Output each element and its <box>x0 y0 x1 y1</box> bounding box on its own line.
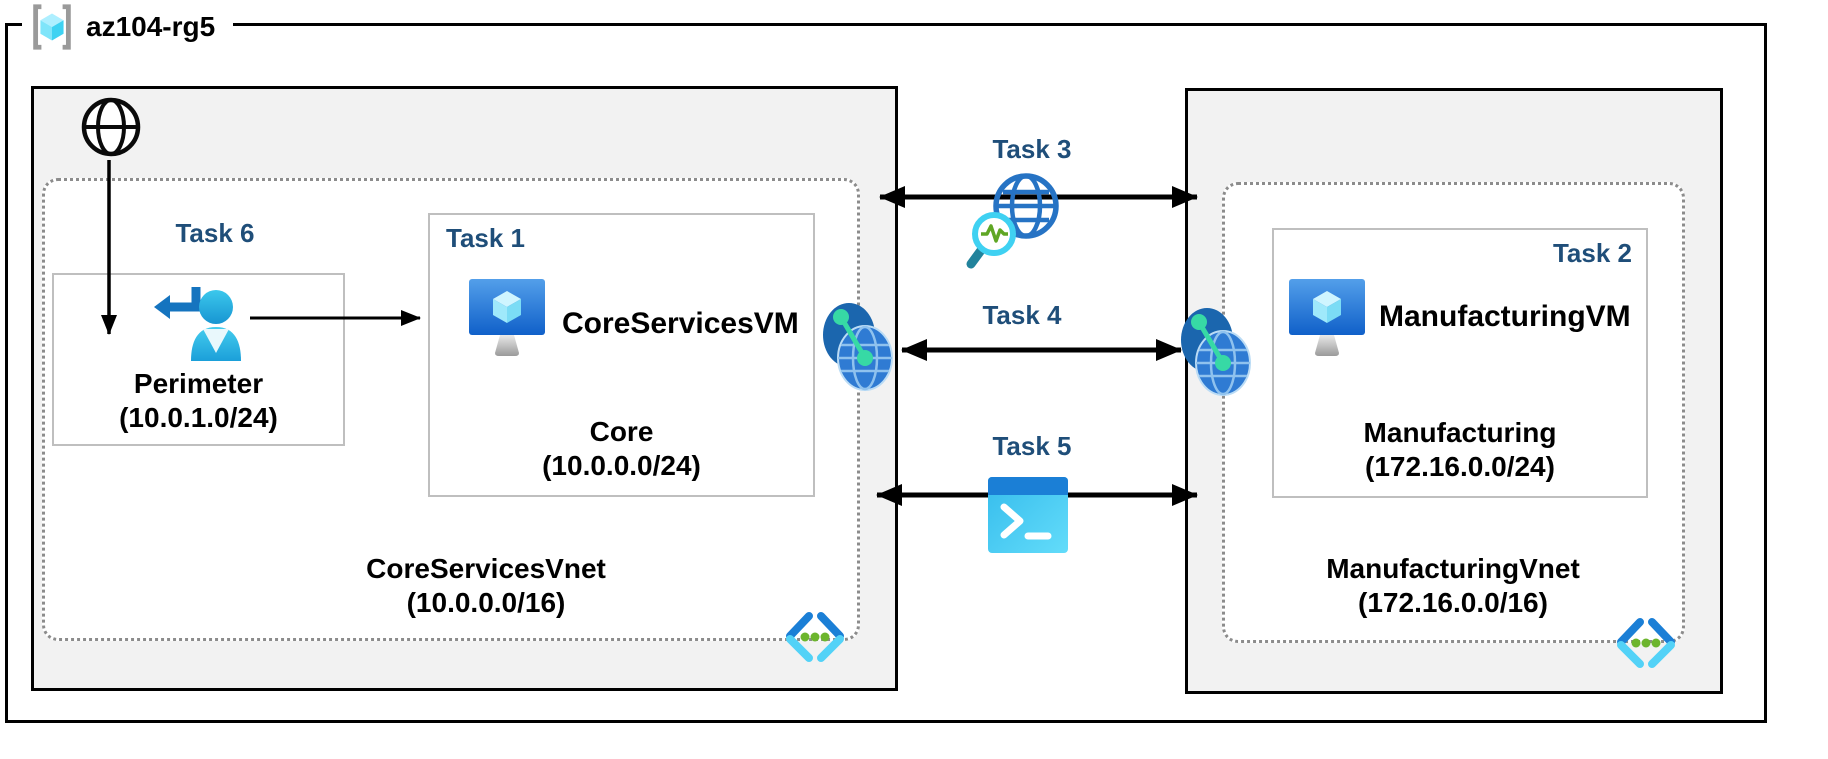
task4-label: Task 4 <box>982 300 1062 330</box>
subnet-icon-left <box>785 612 845 662</box>
resource-group-name: az104-rg5 <box>86 11 216 42</box>
task2-label: Task 2 <box>1552 238 1632 268</box>
perimeter-subnet-box: Perimeter (10.0.1.0/24) <box>52 273 345 446</box>
perimeter-subnet-cidr: (10.0.1.0/24) <box>119 402 278 433</box>
vnet-peering-icon-left <box>823 303 893 391</box>
manufacturing-subnet-cidr: (172.16.0.0/24) <box>1365 451 1555 482</box>
manufacturing-subnet-name: Manufacturing <box>1363 417 1557 448</box>
resource-group-header: az104-rg5 <box>22 0 234 54</box>
vnet-peering-icon-right <box>1181 308 1251 396</box>
task1-label: Task 1 <box>446 223 526 253</box>
internet-globe-icon <box>80 96 142 158</box>
manufacturing-vm-box: Task 2 ManufacturingVM Manufacturing (17… <box>1272 228 1648 498</box>
core-vm-name: CoreServicesVM <box>562 307 799 340</box>
manufacturing-vnet-name: ManufacturingVnet <box>1326 553 1580 584</box>
manufacturing-vm-name: ManufacturingVM <box>1379 300 1631 333</box>
user-sign-in-icon <box>152 283 252 369</box>
cloud-shell-icon <box>988 477 1068 553</box>
perimeter-subnet-name: Perimeter <box>133 368 264 399</box>
task5-label: Task 5 <box>992 431 1072 461</box>
core-subnet-cidr: (10.0.0.0/24) <box>542 450 701 481</box>
network-watcher-icon <box>966 170 1066 274</box>
task6-label: Task 6 <box>175 218 255 248</box>
task3-label: Task 3 <box>992 134 1072 164</box>
resource-group-icon <box>26 1 78 53</box>
subnet-icon-right <box>1616 618 1676 668</box>
core-services-vnet-cidr: (10.0.0.0/16) <box>406 587 566 618</box>
manufacturing-vm-icon <box>1287 277 1367 372</box>
core-subnet-name: Core <box>589 416 654 447</box>
manufacturing-vnet-cidr: (172.16.0.0/16) <box>1358 587 1548 618</box>
core-services-vnet-name: CoreServicesVnet <box>366 553 606 584</box>
core-vm-icon <box>467 277 547 372</box>
core-vm-box: Task 1 CoreServicesVM Core (10.0.0.0/24) <box>428 213 815 497</box>
